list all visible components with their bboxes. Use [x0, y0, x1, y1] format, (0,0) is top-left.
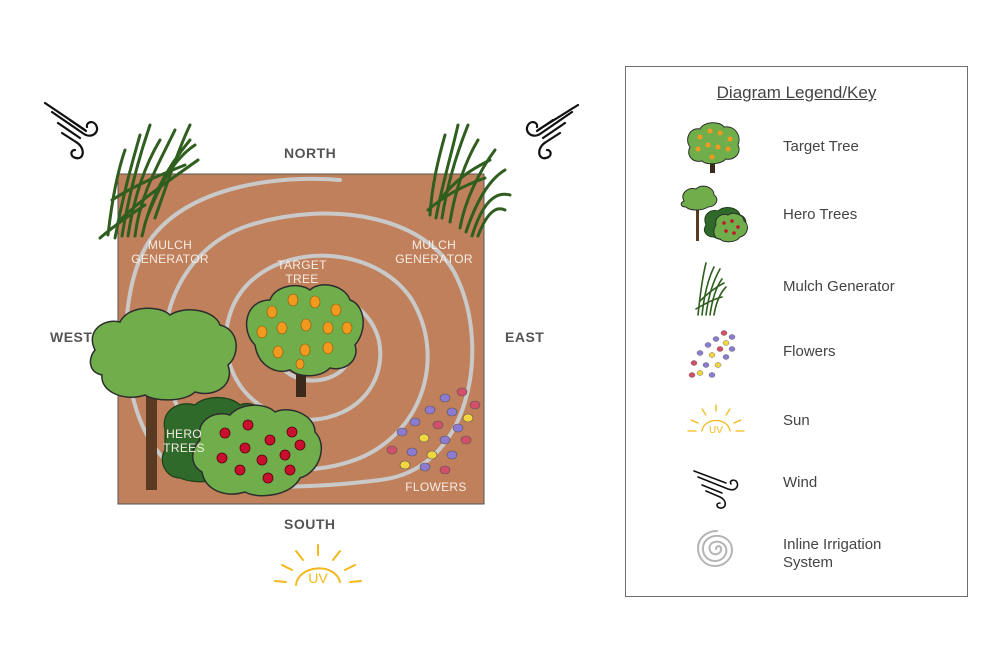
legend-label-sun: Sun	[783, 412, 810, 429]
wind-icon-left	[43, 101, 99, 160]
compass-east: EAST	[505, 329, 545, 345]
sun-icon: UV	[687, 404, 745, 436]
mulch-generator-left	[98, 123, 200, 240]
target-tree-icon	[687, 122, 740, 173]
legend-label-irrigation: Inline Irrigation System	[783, 536, 882, 571]
garden-diagram: UV	[43, 101, 580, 586]
flower-bed	[386, 387, 481, 475]
legend-title: Diagram Legend/Key	[716, 83, 877, 102]
mulch-generator-right	[426, 123, 512, 238]
hero-tree-tall	[89, 307, 237, 490]
svg-text:UV: UV	[308, 570, 328, 586]
wind-icon-right	[525, 103, 580, 160]
label-target-tree: TARGET TREE	[277, 258, 327, 286]
compass-west: WEST	[50, 329, 93, 345]
legend-label-wind: Wind	[783, 474, 818, 491]
legend-label-flowers: Flowers	[783, 343, 836, 360]
label-flowers: FLOWERS	[405, 480, 467, 494]
irrigation-spiral-icon	[696, 530, 734, 568]
compass-south: SOUTH	[284, 516, 336, 532]
legend-label-hero-trees: Hero Trees	[783, 206, 858, 223]
svg-text:UV: UV	[709, 425, 723, 436]
legend-label-mulch-generator: Mulch Generator	[783, 278, 895, 295]
wind-icon	[693, 470, 739, 509]
label-mulch-generator-right: MULCH GENERATOR	[395, 238, 473, 266]
legend-box: Diagram Legend/Key	[625, 66, 968, 597]
hero-bush	[161, 396, 323, 497]
label-hero-trees: HERO TREES	[163, 427, 205, 455]
flowers-icon	[688, 330, 736, 378]
sun-icon-south: UV	[274, 544, 362, 586]
hero-trees-icon	[680, 185, 748, 243]
mulch-generator-icon	[695, 262, 727, 316]
label-mulch-generator-left: MULCH GENERATOR	[131, 238, 209, 266]
compass-north: NORTH	[284, 145, 337, 161]
legend-label-target-tree: Target Tree	[783, 138, 859, 155]
target-tree	[245, 284, 364, 397]
